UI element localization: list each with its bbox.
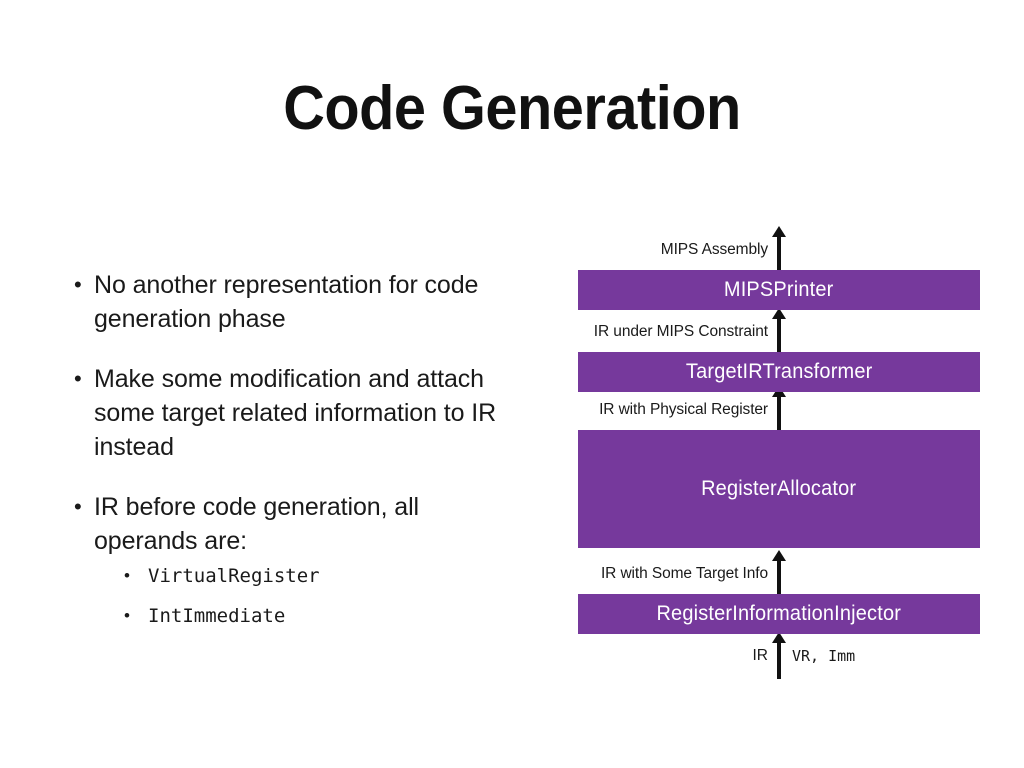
list-item: • VirtualRegister bbox=[124, 562, 498, 590]
arrow-up-icon-mips-assembly bbox=[772, 226, 786, 273]
list-item: • IR before code generation, all operand… bbox=[68, 490, 498, 630]
bullet-marker-icon: • bbox=[74, 366, 82, 391]
stage-box-registerallocator[interactable]: RegisterAllocator bbox=[578, 430, 980, 548]
stage-label: RegisterInformationInjector bbox=[656, 602, 902, 625]
bullet-marker-icon: • bbox=[74, 272, 82, 297]
sub-bullet-text: VirtualRegister bbox=[148, 565, 320, 587]
edge-label-mips-assembly: MIPS Assembly bbox=[660, 241, 768, 258]
arrow-up-icon-target-info bbox=[772, 550, 786, 597]
sub-bullet-list: • VirtualRegister • IntImmediate bbox=[94, 562, 498, 630]
stage-label: MIPSPrinter bbox=[724, 278, 834, 301]
bullet-text: Make some modification and attach some t… bbox=[94, 365, 497, 461]
stage-box-targetirtransformer[interactable]: TargetIRTransformer bbox=[578, 352, 980, 392]
list-item: • Make some modification and attach some… bbox=[68, 362, 498, 464]
bullet-text: IR before code generation, all operands … bbox=[94, 493, 419, 555]
arrow-up-icon-physical-register bbox=[772, 386, 786, 433]
stage-label: TargetIRTransformer bbox=[685, 360, 873, 383]
stage-box-mipsprinter[interactable]: MIPSPrinter bbox=[578, 270, 980, 310]
bullet-marker-icon: • bbox=[124, 606, 130, 625]
input-label-ir: IR bbox=[752, 647, 769, 664]
page-title: Code Generation bbox=[283, 74, 741, 143]
edge-label-ir-under-mips-constraint: IR under MIPS Constraint bbox=[593, 323, 768, 340]
stage-label: RegisterAllocator bbox=[701, 477, 857, 500]
arrow-up-icon-mips-constraint bbox=[772, 308, 786, 355]
bullet-marker-icon: • bbox=[74, 494, 82, 519]
pipeline-diagram: MIPS Assembly IR under MIPS Constraint I… bbox=[540, 225, 1000, 680]
input-label-operands: VR, Imm bbox=[792, 647, 856, 665]
bullet-marker-icon: • bbox=[124, 566, 130, 585]
edge-label-ir-with-physical-register: IR with Physical Register bbox=[599, 401, 768, 418]
bullet-text: No another representation for code gener… bbox=[94, 271, 479, 333]
list-item: • IntImmediate bbox=[124, 602, 498, 630]
edge-label-ir-with-some-target-info: IR with Some Target Info bbox=[600, 565, 768, 582]
list-item: • No another representation for code gen… bbox=[68, 268, 498, 336]
sub-bullet-text: IntImmediate bbox=[148, 605, 286, 627]
arrow-up-icon-input bbox=[772, 632, 786, 679]
bullet-list: • No another representation for code gen… bbox=[68, 268, 498, 630]
stage-box-registerinformationinjector[interactable]: RegisterInformationInjector bbox=[578, 594, 980, 634]
